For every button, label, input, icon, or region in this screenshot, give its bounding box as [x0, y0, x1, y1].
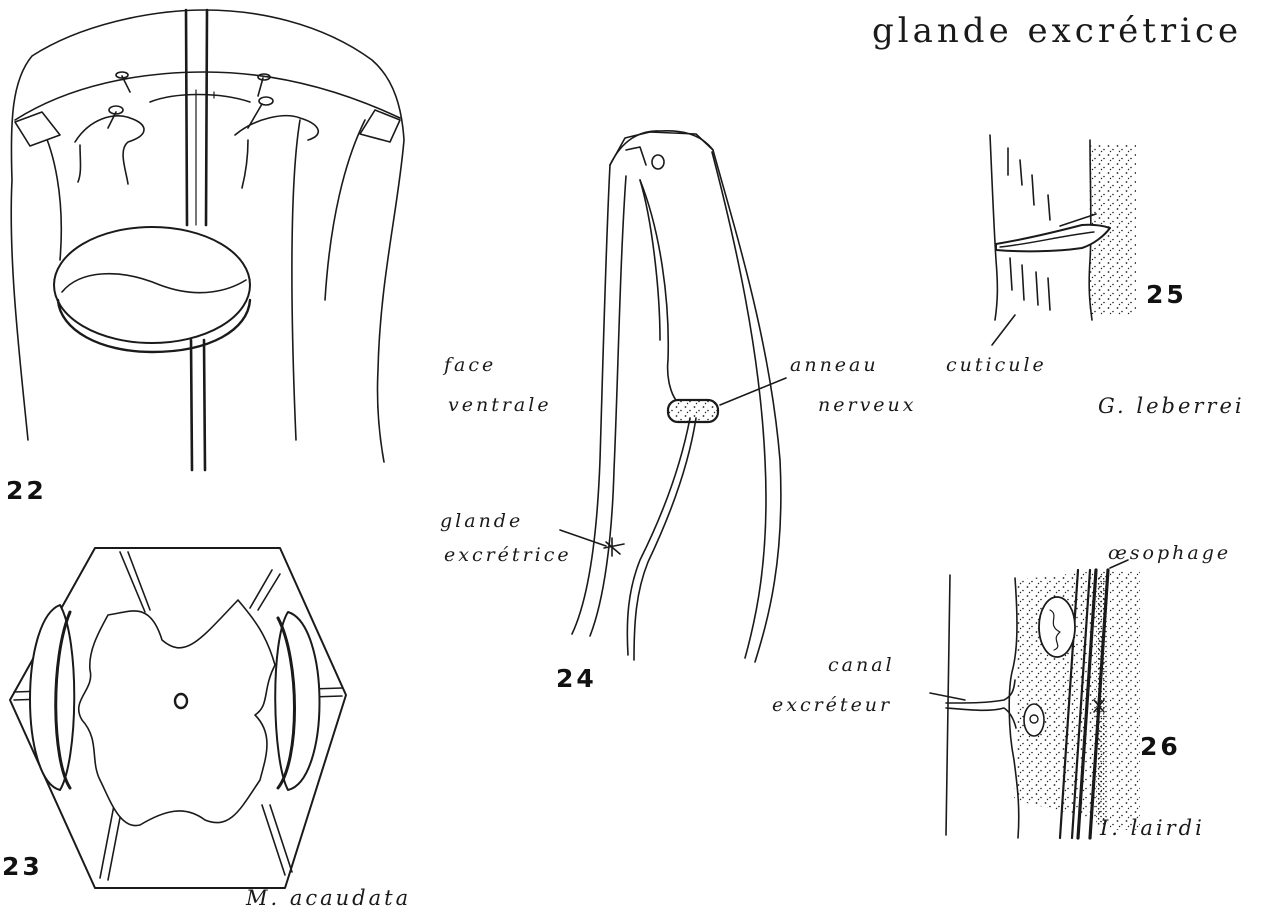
- figure-24-gland-label-1: glande: [440, 512, 523, 531]
- figure-24-ring-label-1: anneau: [790, 356, 879, 375]
- figure-24-number: 24: [556, 666, 597, 691]
- figure-23-number: 23: [2, 854, 43, 879]
- figure-26-number: 26: [1140, 734, 1181, 759]
- page-title: glande excrétrice: [872, 14, 1242, 48]
- figure-25-cuticle-label: cuticule: [946, 356, 1047, 375]
- figure-25-drawing: [990, 135, 1136, 345]
- figure-26-drawing: [930, 560, 1140, 838]
- figure-25-species: G. leberrei: [1098, 396, 1245, 417]
- figure-22-drawing: [11, 10, 404, 470]
- figure-24-drawing: [560, 131, 786, 662]
- figure-26-species: I. lairdi: [1100, 818, 1205, 839]
- figure-24-ring-label-2: nerveux: [818, 396, 917, 415]
- figure-26-canal-label-1: canal: [828, 656, 895, 675]
- figure-26-oesophagus-label: œsophage: [1108, 544, 1231, 563]
- figure-25-number: 25: [1146, 282, 1187, 307]
- figure-23-species: M. acaudata: [246, 888, 411, 909]
- figure-24-gland-label-2: excrétrice: [444, 546, 572, 565]
- figure-24-face-label-1: face: [444, 356, 496, 375]
- figure-22-number: 22: [6, 478, 47, 503]
- figure-23-drawing: [10, 548, 346, 888]
- figure-24-face-label-2: ventrale: [448, 396, 552, 415]
- figure-26-canal-label-2: excréteur: [772, 696, 892, 715]
